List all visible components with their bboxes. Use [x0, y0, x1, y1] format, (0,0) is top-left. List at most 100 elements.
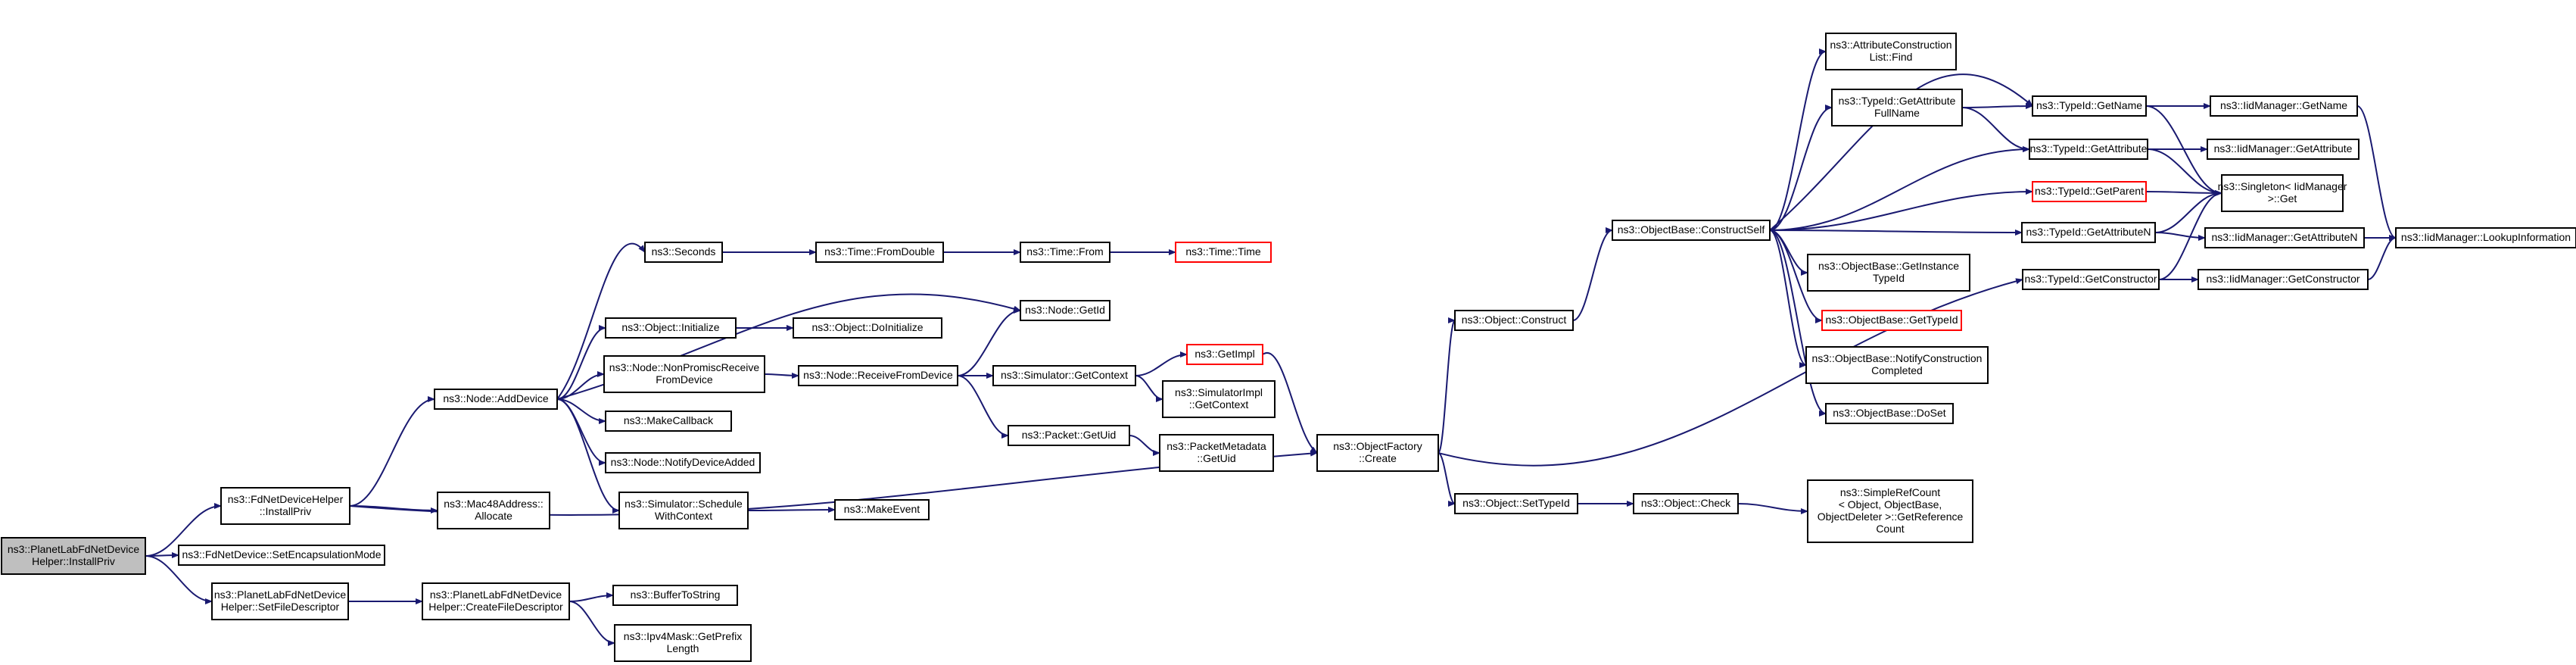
edge-typeid-getattrfullname-to-typeid-getname [1961, 103, 2033, 110]
node-objbase-gettypeid[interactable]: ns3::ObjectBase::GetTypeId [1821, 310, 1962, 331]
node-singleton-get[interactable]: ns3::Singleton< IidManager>::Get [2218, 174, 2347, 212]
node-objbase-doset[interactable]: ns3::ObjectBase::DoSet [1825, 403, 1954, 424]
node-root[interactable]: ns3::PlanetLabFdNetDeviceHelper::Install… [1, 537, 146, 575]
edge-node-adddevice-to-sim-schedule [556, 398, 620, 514]
node-box [2395, 227, 2576, 248]
node-obj-initialize[interactable]: ns3::Object::Initialize [605, 317, 737, 339]
node-time-fromdouble[interactable]: ns3::Time::FromDouble [815, 242, 944, 263]
node-box [605, 317, 737, 339]
node-obj-construct[interactable]: ns3::Object::Construct [1454, 310, 1574, 331]
node-node-notify[interactable]: ns3::Node::NotifyDeviceAdded [605, 452, 761, 473]
node-typeid-getname[interactable]: ns3::TypeId::GetName [2032, 95, 2147, 117]
edge-iidmgr-getname-to-iidmgr-lookup [2356, 105, 2397, 241]
node-node-getid[interactable]: ns3::Node::GetId [1020, 300, 1110, 321]
node-iidmgr-getconstructor[interactable]: ns3::IidManager::GetConstructor [2198, 269, 2369, 290]
node-setencap[interactable]: ns3::FdNetDevice::SetEncapsulationMode [178, 545, 385, 566]
node-iidmgr-lookup[interactable]: ns3::IidManager::LookupInformation [2395, 227, 2576, 248]
edge-fdhelper-install-to-node-adddevice [349, 396, 435, 507]
node-time-from[interactable]: ns3::Time::From [1020, 242, 1110, 263]
node-iidmgr-getname[interactable]: ns3::IidManager::GetName [2210, 95, 2358, 117]
node-objbase-notify[interactable]: ns3::ObjectBase::NotifyConstructionCompl… [1805, 346, 1989, 384]
node-label: ns3::Singleton< IidManager [2218, 180, 2347, 192]
node-seconds[interactable]: ns3::Seconds [644, 242, 723, 263]
node-sim-getcontext[interactable]: ns3::Simulator::GetContext [992, 365, 1136, 386]
node-box [437, 492, 550, 529]
edge-objbase-constructself-to-typeid-getattrfullname [1769, 105, 1833, 231]
node-label: ns3::IidManager::GetName [2220, 99, 2347, 111]
node-iidmgr-getattributen[interactable]: ns3::IidManager::GetAttributeN [2204, 227, 2365, 248]
node-label: Helper::SetFileDescriptor [221, 601, 340, 613]
node-box [2021, 222, 2156, 243]
edge-objfactory-create-to-obj-construct [1438, 317, 1456, 454]
node-iidmgr-getattribute[interactable]: ns3::IidManager::GetAttribute [2207, 139, 2360, 160]
node-makecallback[interactable]: ns3::MakeCallback [605, 411, 732, 432]
node-plcreatefd[interactable]: ns3::PlanetLabFdNetDeviceHelper::CreateF… [422, 582, 570, 620]
node-label: ns3::SimulatorImpl [1175, 386, 1263, 398]
node-box [2022, 269, 2160, 290]
edge-root-to-fdhelper-install [145, 503, 222, 557]
node-typeid-getattributen[interactable]: ns3::TypeId::GetAttributeN [2021, 222, 2156, 243]
node-label: < Object, ObjectBase, [1839, 498, 1942, 510]
node-box [618, 492, 749, 529]
edge-packet-getuid-to-packetmeta-getuid [1129, 435, 1160, 456]
node-getimpl[interactable]: ns3::GetImpl [1186, 344, 1263, 365]
node-label: ::GetContext [1189, 398, 1249, 411]
node-box [220, 487, 350, 525]
node-box [2032, 181, 2147, 202]
node-node-adddevice[interactable]: ns3::Node::AddDevice [434, 389, 558, 410]
edge-node-adddevice-to-node-nonpromisc [556, 371, 605, 400]
edge-objbase-constructself-to-objbase-gettypeid [1769, 229, 1823, 323]
node-box [2210, 95, 2358, 117]
node-box [612, 585, 738, 606]
node-fdhelper-install[interactable]: ns3::FdNetDeviceHelper::InstallPriv [220, 487, 350, 525]
node-label: ns3::GetImpl [1195, 348, 1254, 360]
node-mac48[interactable]: ns3::Mac48Address::Allocate [437, 492, 550, 529]
node-box [1020, 242, 1110, 263]
edge-plcreatefd-to-ipv4mask [568, 601, 615, 646]
node-packet-getuid[interactable]: ns3::Packet::GetUid [1008, 425, 1130, 446]
node-node-receive[interactable]: ns3::Node::ReceiveFromDevice [798, 365, 958, 386]
node-time-time[interactable]: ns3::Time::Time [1175, 242, 1272, 263]
node-box [2032, 95, 2147, 117]
node-box [1159, 434, 1274, 472]
node-typeid-getattribute[interactable]: ns3::TypeId::GetAttribute [2029, 139, 2148, 160]
node-typeid-getparent[interactable]: ns3::TypeId::GetParent [2032, 181, 2147, 202]
node-obj-settypeid[interactable]: ns3::Object::SetTypeId [1454, 493, 1578, 514]
node-box [1805, 346, 1989, 384]
node-label: ns3::MakeEvent [844, 503, 920, 515]
edge-objbase-constructself-to-objbase-notify [1769, 229, 1807, 368]
edge-node-adddevice-to-makecallback [556, 398, 606, 424]
node-obj-check[interactable]: ns3::Object::Check [1633, 493, 1739, 514]
node-box [178, 545, 385, 566]
edge-typeid-getparent-to-singleton-get [2145, 189, 2222, 196]
node-label: ns3::Packet::GetUid [1022, 429, 1117, 441]
node-buffertostring[interactable]: ns3::BufferToString [612, 585, 738, 606]
node-box [2207, 139, 2360, 160]
node-typeid-getconstructor[interactable]: ns3::TypeId::GetConstructor [2022, 269, 2160, 290]
node-label: ns3::Node::AddDevice [443, 392, 549, 404]
node-packetmeta-getuid[interactable]: ns3::PacketMetadata::GetUid [1159, 434, 1274, 472]
node-simplerefcount[interactable]: ns3::SimpleRefCount< Object, ObjectBase,… [1807, 479, 1973, 543]
edge-objbase-constructself-to-typeid-getattribute [1769, 146, 2030, 231]
node-box [1825, 403, 1954, 424]
node-makeevent[interactable]: ns3::MakeEvent [834, 499, 930, 520]
node-label: ns3::Object::SetTypeId [1462, 497, 1570, 509]
node-simimpl-getcontext[interactable]: ns3::SimulatorImpl::GetContext [1162, 380, 1276, 418]
node-label: ns3::ObjectBase::ConstructSelf [1618, 223, 1765, 236]
edge-obj-check-to-simplerefcount [1737, 503, 1808, 514]
node-label: >::Get [2268, 192, 2297, 204]
node-label: ObjectDeleter >::GetReference [1818, 510, 1964, 523]
node-box [1633, 493, 1739, 514]
node-plsetfd[interactable]: ns3::PlanetLabFdNetDeviceHelper::SetFile… [211, 582, 349, 620]
edge-node-receive-to-packet-getuid [957, 375, 1009, 439]
node-objfactory-create[interactable]: ns3::ObjectFactory::Create [1316, 434, 1439, 472]
node-obj-doinitialize[interactable]: ns3::Object::DoInitialize [793, 317, 942, 339]
node-box [1807, 479, 1973, 543]
node-objbase-constructself[interactable]: ns3::ObjectBase::ConstructSelf [1612, 220, 1771, 241]
